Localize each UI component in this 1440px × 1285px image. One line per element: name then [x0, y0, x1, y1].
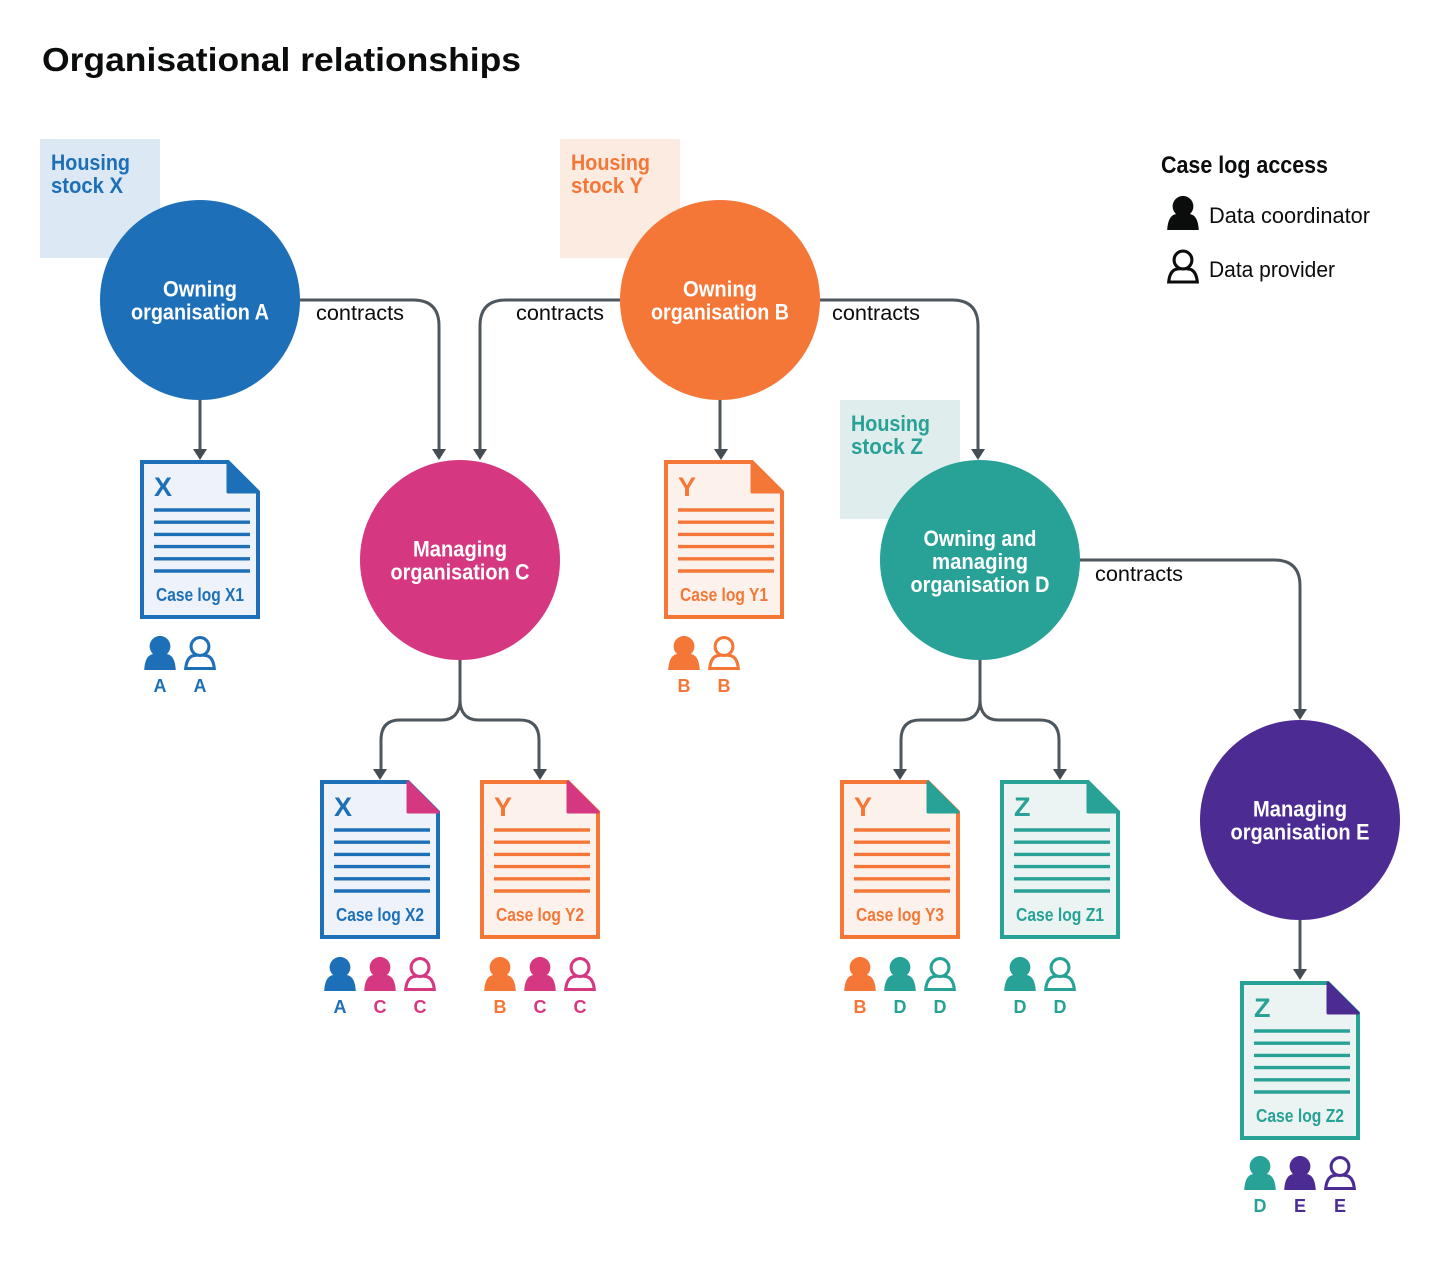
svg-text:stock Z: stock Z: [851, 434, 923, 459]
svg-text:Owning: Owning: [163, 277, 237, 302]
svg-text:organisation E: organisation E: [1231, 820, 1370, 845]
svg-text:E: E: [1294, 1196, 1306, 1216]
svg-text:D: D: [1014, 997, 1027, 1017]
svg-text:Case log X2: Case log X2: [336, 904, 424, 925]
svg-text:Housing: Housing: [571, 150, 650, 175]
svg-text:C: C: [534, 997, 547, 1017]
svg-text:C: C: [414, 997, 427, 1017]
svg-text:Organisational relationships: Organisational relationships: [42, 42, 521, 79]
svg-text:Owning: Owning: [683, 277, 757, 302]
svg-text:Case log Y2: Case log Y2: [496, 904, 584, 925]
svg-text:B: B: [718, 676, 731, 696]
svg-text:organisation C: organisation C: [391, 560, 530, 585]
svg-text:A: A: [154, 676, 167, 696]
svg-text:Y: Y: [494, 792, 512, 822]
svg-text:Data coordinator: Data coordinator: [1209, 203, 1370, 228]
svg-text:C: C: [374, 997, 387, 1017]
svg-text:Managing: Managing: [413, 537, 507, 562]
svg-text:Owning and: Owning and: [924, 526, 1037, 551]
svg-text:stock Y: stock Y: [571, 173, 643, 198]
svg-text:Case log Z1: Case log Z1: [1016, 904, 1104, 925]
svg-text:managing: managing: [932, 549, 1028, 574]
svg-text:A: A: [334, 997, 347, 1017]
svg-text:E: E: [1334, 1196, 1346, 1216]
svg-text:Y: Y: [678, 472, 696, 502]
svg-text:contracts: contracts: [832, 301, 920, 325]
svg-text:C: C: [574, 997, 587, 1017]
svg-text:B: B: [494, 997, 507, 1017]
svg-text:contracts: contracts: [516, 301, 604, 325]
svg-text:D: D: [894, 997, 907, 1017]
svg-text:Case log Z2: Case log Z2: [1256, 1105, 1344, 1126]
svg-text:A: A: [194, 676, 207, 696]
svg-text:Managing: Managing: [1253, 797, 1347, 822]
svg-text:D: D: [1054, 997, 1067, 1017]
svg-text:Case log access: Case log access: [1161, 152, 1328, 179]
svg-text:organisation B: organisation B: [651, 300, 789, 325]
svg-text:Data provider: Data provider: [1209, 257, 1335, 282]
svg-text:contracts: contracts: [316, 301, 404, 325]
svg-text:stock X: stock X: [51, 173, 123, 198]
svg-text:Y: Y: [854, 792, 872, 822]
svg-text:B: B: [678, 676, 691, 696]
svg-text:Case log Y1: Case log Y1: [680, 584, 768, 605]
svg-text:B: B: [854, 997, 867, 1017]
svg-text:X: X: [334, 792, 352, 822]
svg-text:Z: Z: [1014, 792, 1031, 822]
svg-text:organisation A: organisation A: [131, 300, 269, 325]
svg-text:Housing: Housing: [51, 150, 130, 175]
svg-text:Case log Y3: Case log Y3: [856, 904, 944, 925]
svg-text:X: X: [154, 472, 172, 502]
svg-text:Z: Z: [1254, 993, 1271, 1023]
svg-text:Case log X1: Case log X1: [156, 584, 244, 605]
svg-text:Housing: Housing: [851, 411, 930, 436]
svg-text:organisation D: organisation D: [911, 572, 1050, 597]
svg-text:D: D: [1254, 1196, 1267, 1216]
svg-text:contracts: contracts: [1095, 562, 1183, 586]
svg-text:D: D: [934, 997, 947, 1017]
